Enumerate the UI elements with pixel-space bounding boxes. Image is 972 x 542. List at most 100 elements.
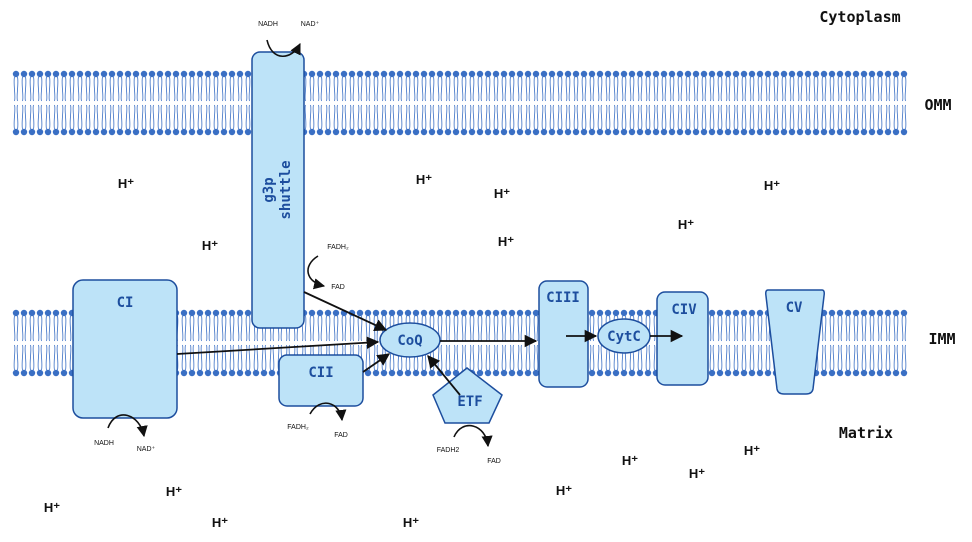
lipid-tail [205,76,211,130]
lipid-head [844,309,852,317]
lipid-head [52,70,60,78]
lipid-tail [845,76,851,130]
lipid-head [156,70,164,78]
lipid-head [12,309,20,317]
lipid-head [876,70,884,78]
lipid-head [44,309,52,317]
lipid-head [636,128,644,136]
lipid-head [188,309,196,317]
lipid-tail [509,76,515,130]
ci-nadh-arrow [107,414,148,438]
lipid-head [396,309,404,317]
lipid-head [788,128,796,136]
arrow-g3p-to-coq [303,291,388,331]
lipid-tail [293,315,299,371]
lipid-head [868,309,876,317]
lipid-tail [349,76,355,130]
lipid-tail [877,315,883,371]
lipid-tail [357,315,363,371]
omm-label: OMM [924,96,951,114]
lipid-head [60,309,68,317]
lipid-tail [189,315,195,371]
lipid-head [260,369,268,377]
lipid-head [724,309,732,317]
etf-label: ETF [457,394,482,410]
lipid-head [612,70,620,78]
lipid-head [428,128,436,136]
arrow-ci-to-coq [176,336,380,355]
lipid-head [708,128,716,136]
lipid-head [388,309,396,317]
proton: H⁺ [202,238,218,253]
intermembrane-protons: H⁺ H⁺ H⁺ H⁺ H⁺ H⁺ H⁺ [118,172,780,253]
lipid-head [852,70,860,78]
lipid-head [220,70,228,78]
lipid-head [44,128,52,136]
lipid-head [860,309,868,317]
lipid-head [100,70,108,78]
lipid-head [820,369,828,377]
lipid-head [564,128,572,136]
lipid-head [508,369,516,377]
lipid-head [796,70,804,78]
lipid-head [484,128,492,136]
lipid-tail [757,76,763,130]
lipid-head [628,128,636,136]
lipid-head [588,369,596,377]
lipid-tail [309,76,315,130]
lipid-tail [549,76,555,130]
lipid-tail [485,315,491,371]
lipid-tail [45,76,51,130]
lipid-tail [53,76,59,130]
lipid-tail [245,76,251,130]
lipid-head [220,369,228,377]
lipid-head [420,369,428,377]
lipid-tail [773,76,779,130]
complex-i: CI [72,279,178,419]
lipid-head [852,128,860,136]
lipid-head [516,309,524,317]
lipid-tail [605,76,611,130]
lipid-head [444,128,452,136]
lipid-head [484,369,492,377]
lipid-head [140,128,148,136]
lipid-tail [181,315,187,371]
lipid-head [444,309,452,317]
lipid-head [508,128,516,136]
lipid-head [756,369,764,377]
lipid-head [684,128,692,136]
lipid-head [708,309,716,317]
lipid-tail [197,76,203,130]
lipid-head [476,369,484,377]
lipid-head [508,70,516,78]
lipid-head [396,369,404,377]
lipid-tail [341,315,347,371]
lipid-tail [317,76,323,130]
lipid-head [860,70,868,78]
lipid-head [860,128,868,136]
lipid-head [604,309,612,317]
lipid-head [796,128,804,136]
lipid-head [404,309,412,317]
lipid-tail [397,76,403,130]
lipid-tail [365,76,371,130]
lipid-head [612,309,620,317]
lipid-head [772,128,780,136]
lipid-head [644,369,652,377]
lipid-head [604,70,612,78]
lipid-head [636,369,644,377]
lipid-head [756,128,764,136]
lipid-head [20,128,28,136]
lipid-head [900,70,908,78]
lipid-head [372,369,380,377]
lipid-head [316,70,324,78]
etf-fad-label: FAD [487,458,501,465]
lipid-head [692,70,700,78]
lipid-tail [717,76,723,130]
lipid-head [844,369,852,377]
lipid-tail [501,315,507,371]
lipid-head [492,369,500,377]
lipid-head [868,128,876,136]
lipid-head [316,128,324,136]
